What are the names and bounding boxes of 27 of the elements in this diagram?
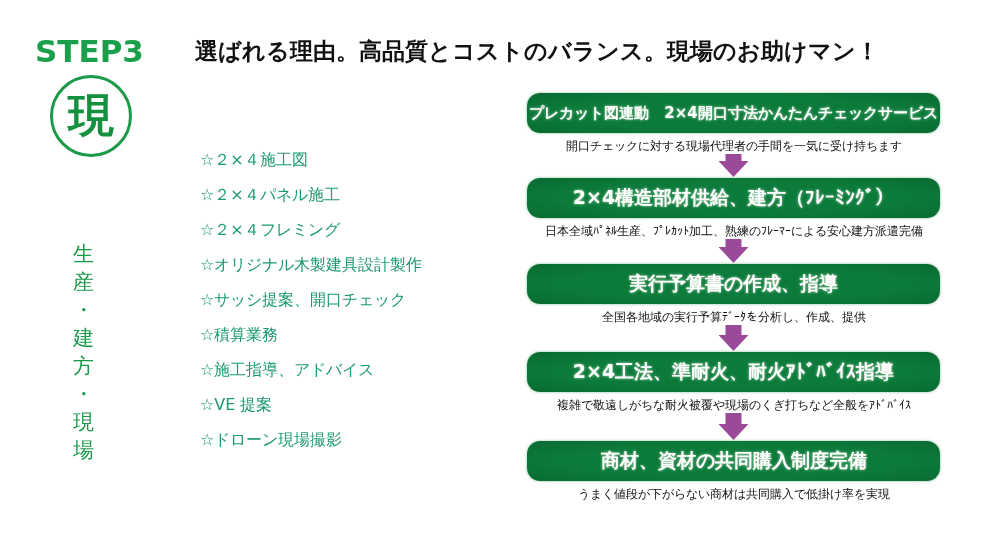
caption-text: 複雑で敬遠しがちな耐火被覆や現場のくぎ打ちなど全般をｱﾄﾞﾊﾞｲｽ [555, 398, 912, 413]
process-box: 2×4構造部材供給、建方（ﾌﾚｰﾐﾝｸﾞ） [527, 178, 940, 218]
arrow [718, 325, 749, 351]
circle-badge: 現 [50, 75, 132, 157]
arrow [718, 154, 749, 177]
list-item: ☆オリジナル木製建具設計製作 [200, 255, 423, 276]
caption-text: 日本全域ﾊﾟﾈﾙ生産、ﾌﾟﾚｶｯﾄ加工、熟練のﾌﾚｰﾏｰによる安心建方派遣完備 [543, 224, 924, 239]
caption-text: 全国各地域の実行予算ﾃﾞｰﾀを分析し、作成、提供 [600, 310, 867, 325]
list-item: ☆施工指導、アドバイス [200, 360, 375, 381]
list-item: ☆２×４フレミング [200, 220, 340, 241]
list-item: ☆積算業務 [200, 325, 279, 346]
caption-text: 開口チェックに対する現場代理者の手間を一気に受け持ちます [564, 139, 903, 154]
list-item: ☆ドローン現場撮影 [200, 430, 343, 451]
caption-text: うまく値段が下がらない商材は共同購入で低掛け率を実現 [576, 487, 891, 502]
vertical-text: 生産・建方・現場 [72, 241, 94, 464]
process-box: 商材、資材の共同購入制度完備 [527, 441, 940, 481]
process-box: 2×4工法、準耐火、耐火ｱﾄﾞﾊﾞｲｽ指導 [527, 352, 940, 392]
process-box: 実行予算書の作成、指導 [527, 264, 940, 304]
list-item: ☆２×４パネル施工 [200, 185, 340, 206]
title: 選ばれる理由。高品質とコストのバランス。現場のお助けマン！ [195, 37, 879, 66]
list-item: ☆サッシ提案、開口チェック [200, 290, 407, 311]
list-item: ☆２×４施工図 [200, 150, 308, 171]
arrow [718, 413, 749, 440]
process-box: プレカット図連動 2×4開口寸法かんたんチェックサービス [527, 93, 940, 133]
arrow [718, 239, 749, 263]
step-heading: STEP3 [35, 33, 144, 69]
list-item: ☆VE 提案 [200, 395, 273, 416]
